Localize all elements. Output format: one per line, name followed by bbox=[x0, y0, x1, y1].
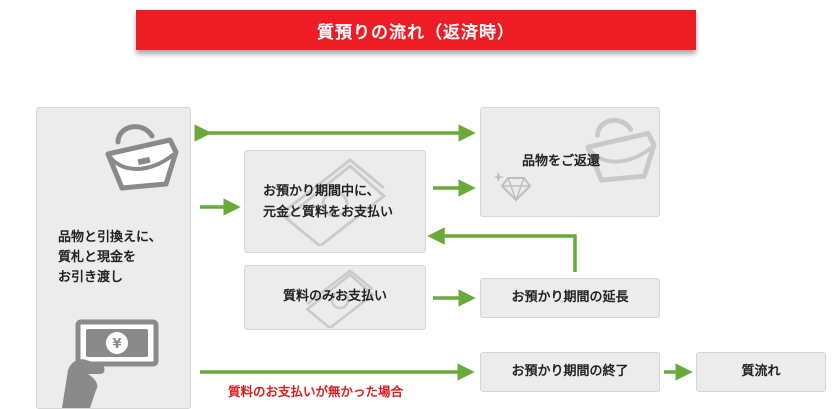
pay-box-line-2: 元金と質料をお支払い bbox=[263, 205, 394, 220]
svg-text:¥: ¥ bbox=[112, 337, 121, 352]
diamond-icon bbox=[494, 172, 532, 202]
left-box-line-3: お引き渡し bbox=[58, 270, 124, 285]
pay-box-line-1: お預かり期間中に、 bbox=[263, 184, 380, 199]
left-box-line-2: 質札と現金を bbox=[58, 250, 137, 265]
handbag-icon bbox=[585, 117, 657, 183]
return-box bbox=[480, 107, 660, 217]
end-box bbox=[480, 352, 660, 392]
interest-box bbox=[244, 265, 426, 330]
interest-box-label: 質料のみお支払い bbox=[282, 289, 387, 304]
unpaid-note: 質料のお支払いが無かった場合 bbox=[228, 384, 404, 399]
hand-money-icon: ¥ bbox=[62, 319, 159, 408]
extend-box bbox=[480, 278, 660, 318]
left-box-line-1: 品物と引換えに、 bbox=[58, 230, 162, 245]
banknotes-icon bbox=[305, 268, 375, 328]
handbag-icon bbox=[105, 124, 179, 191]
forfeit-box-label: 質流れ bbox=[741, 364, 781, 379]
extend-box-label: お預かり期間の延長 bbox=[511, 290, 629, 305]
page-title: 質預りの流れ（返済時） bbox=[136, 10, 696, 50]
arrow-extend-to-pay bbox=[427, 227, 577, 272]
pay-box bbox=[244, 150, 426, 253]
forfeit-box bbox=[696, 352, 826, 392]
banknotes-icon bbox=[283, 158, 387, 246]
end-box-label: お預かり期間の終了 bbox=[511, 364, 629, 379]
return-box-label: 品物をご返還 bbox=[522, 154, 601, 169]
